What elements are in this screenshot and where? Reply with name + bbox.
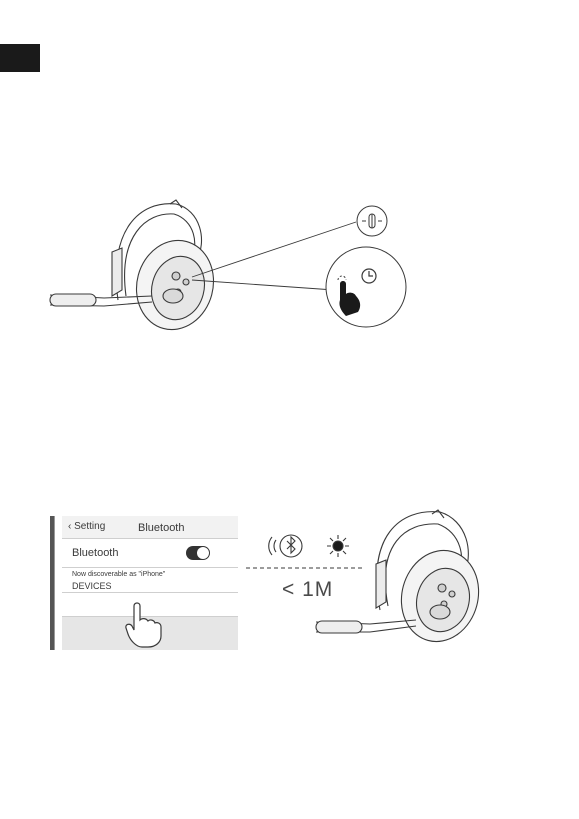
discoverable-text: Now discoverable as "iPhone": [72, 571, 165, 578]
phone-settings-screen: ‹ Setting Bluetooth Bluetooth Now discov…: [50, 516, 238, 650]
screen-title: Bluetooth: [138, 522, 184, 534]
press-hold-icon: [326, 247, 406, 327]
multifunction-button-icon: [357, 206, 387, 236]
back-label: Setting: [74, 521, 105, 532]
devices-header: DEVICES: [72, 581, 112, 591]
bluetooth-signal-icon: [269, 535, 302, 557]
chevron-left-icon: ‹: [68, 521, 71, 532]
toggle-knob: [197, 547, 209, 559]
bluetooth-label: Bluetooth: [72, 547, 118, 559]
back-button[interactable]: ‹ Setting: [68, 521, 105, 532]
distance-label: < 1M: [282, 578, 333, 602]
headset-illustration-bottom: [316, 510, 489, 650]
hand-tap-icon-phone: [124, 602, 164, 648]
headset-illustration-top: [50, 200, 223, 338]
led-flash-icon: [327, 535, 349, 557]
bluetooth-toggle[interactable]: [186, 546, 210, 560]
